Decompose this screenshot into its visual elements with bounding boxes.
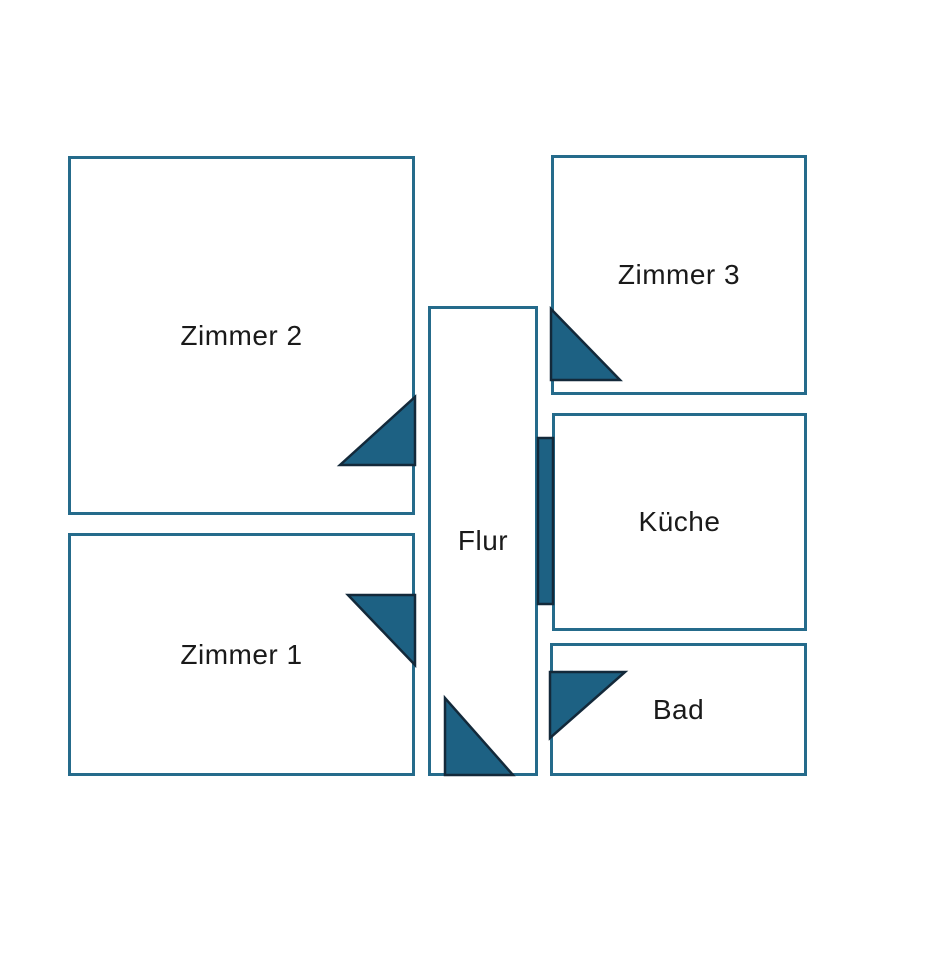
door-swing-zimmer2-icon [336, 394, 417, 467]
room-label-flur: Flur [457, 525, 509, 556]
room-zimmer1: Zimmer 1 [68, 533, 415, 776]
door-swing-zimmer3-icon [549, 305, 623, 382]
door-swing-flur-icon [443, 694, 516, 777]
door-swing-bad-icon [548, 670, 629, 741]
room-label-zimmer1: Zimmer 1 [180, 638, 303, 670]
room-label-bad: Bad [652, 693, 705, 725]
room-label-zimmer2: Zimmer 2 [180, 319, 303, 351]
room-zimmer2: Zimmer 2 [68, 156, 415, 515]
room-label-kueche: Küche [638, 506, 721, 537]
room-label-zimmer3: Zimmer 3 [617, 259, 741, 290]
door-panel-kueche-icon [536, 436, 555, 606]
door-swing-zimmer1-icon [345, 593, 417, 669]
